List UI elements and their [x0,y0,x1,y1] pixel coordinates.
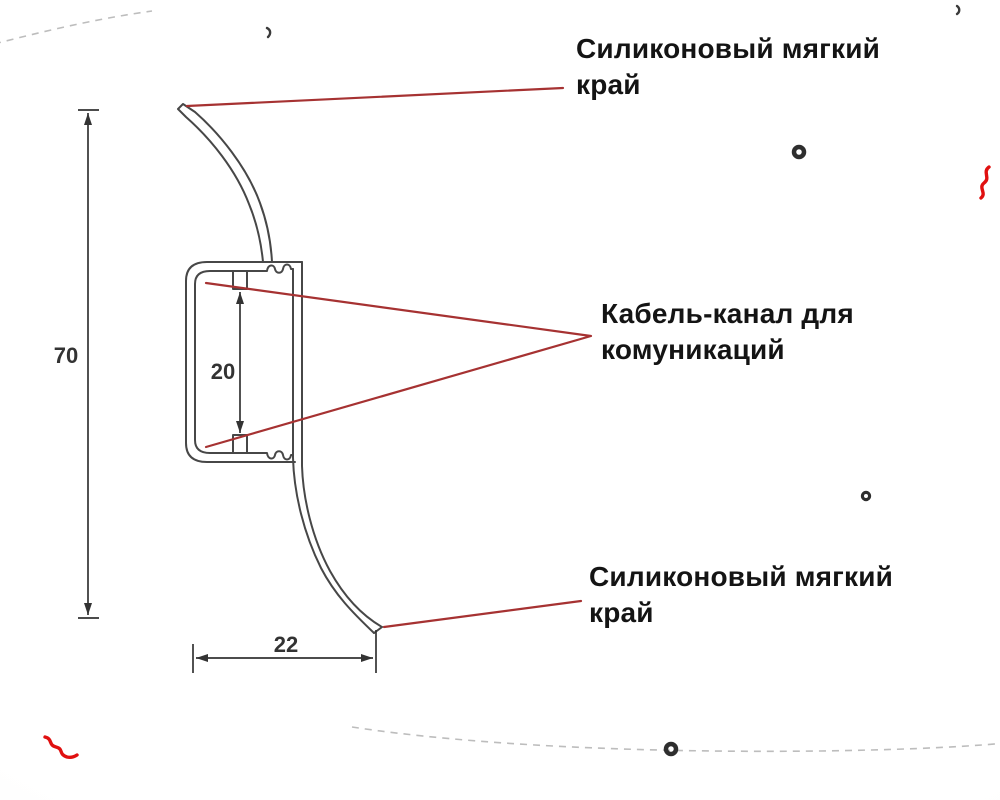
artifact-dashed-curve-top-left [0,10,153,44]
artifact-dashed-curve-bottom [351,726,1000,753]
dimension-height-70 [78,109,99,619]
bottom-clip-detail [262,450,294,461]
artifact-ring-bottom [663,741,679,757]
dimension-height-value: 70 [53,343,79,368]
callout-line-cable-channel [204,281,593,449]
artifact-ring-middle-right [860,490,872,502]
top-blade [177,103,273,263]
artifact-speck-top-right [955,4,961,16]
cable-channel-outer-wall [185,261,264,463]
cable-channel-inner-wall [194,270,264,454]
channel-top-rib [232,270,248,290]
label-cable-channel: Кабель-канал для комуникаций [601,298,854,366]
artifact-ring-right [791,144,807,160]
top-clip-detail [262,263,294,274]
label-bottom-silicone-edge: Силиконовый мягкий край [589,561,894,629]
spine-inner-edge-lower-blade [292,268,375,634]
background-artifacts [0,4,1000,760]
artifact-red-squiggle-bottom-left [43,735,79,760]
artifact-red-squiggle-right [979,165,991,200]
label-top-silicone-edge: Силиконовый мягкий край [576,33,881,101]
spine-outer-edge-lower-blade [301,261,383,628]
callout-lines [185,86,593,629]
plinth-profile-drawing [177,103,383,634]
callout-line-top-edge [185,86,565,108]
channel-bottom-rib [232,434,248,454]
dimension-channel-value: 20 [210,359,236,384]
dimension-width-value: 22 [273,632,299,657]
callout-line-bottom-edge [382,599,583,629]
dimension-width-22 [192,630,377,673]
artifact-speck-top-center [265,26,272,39]
